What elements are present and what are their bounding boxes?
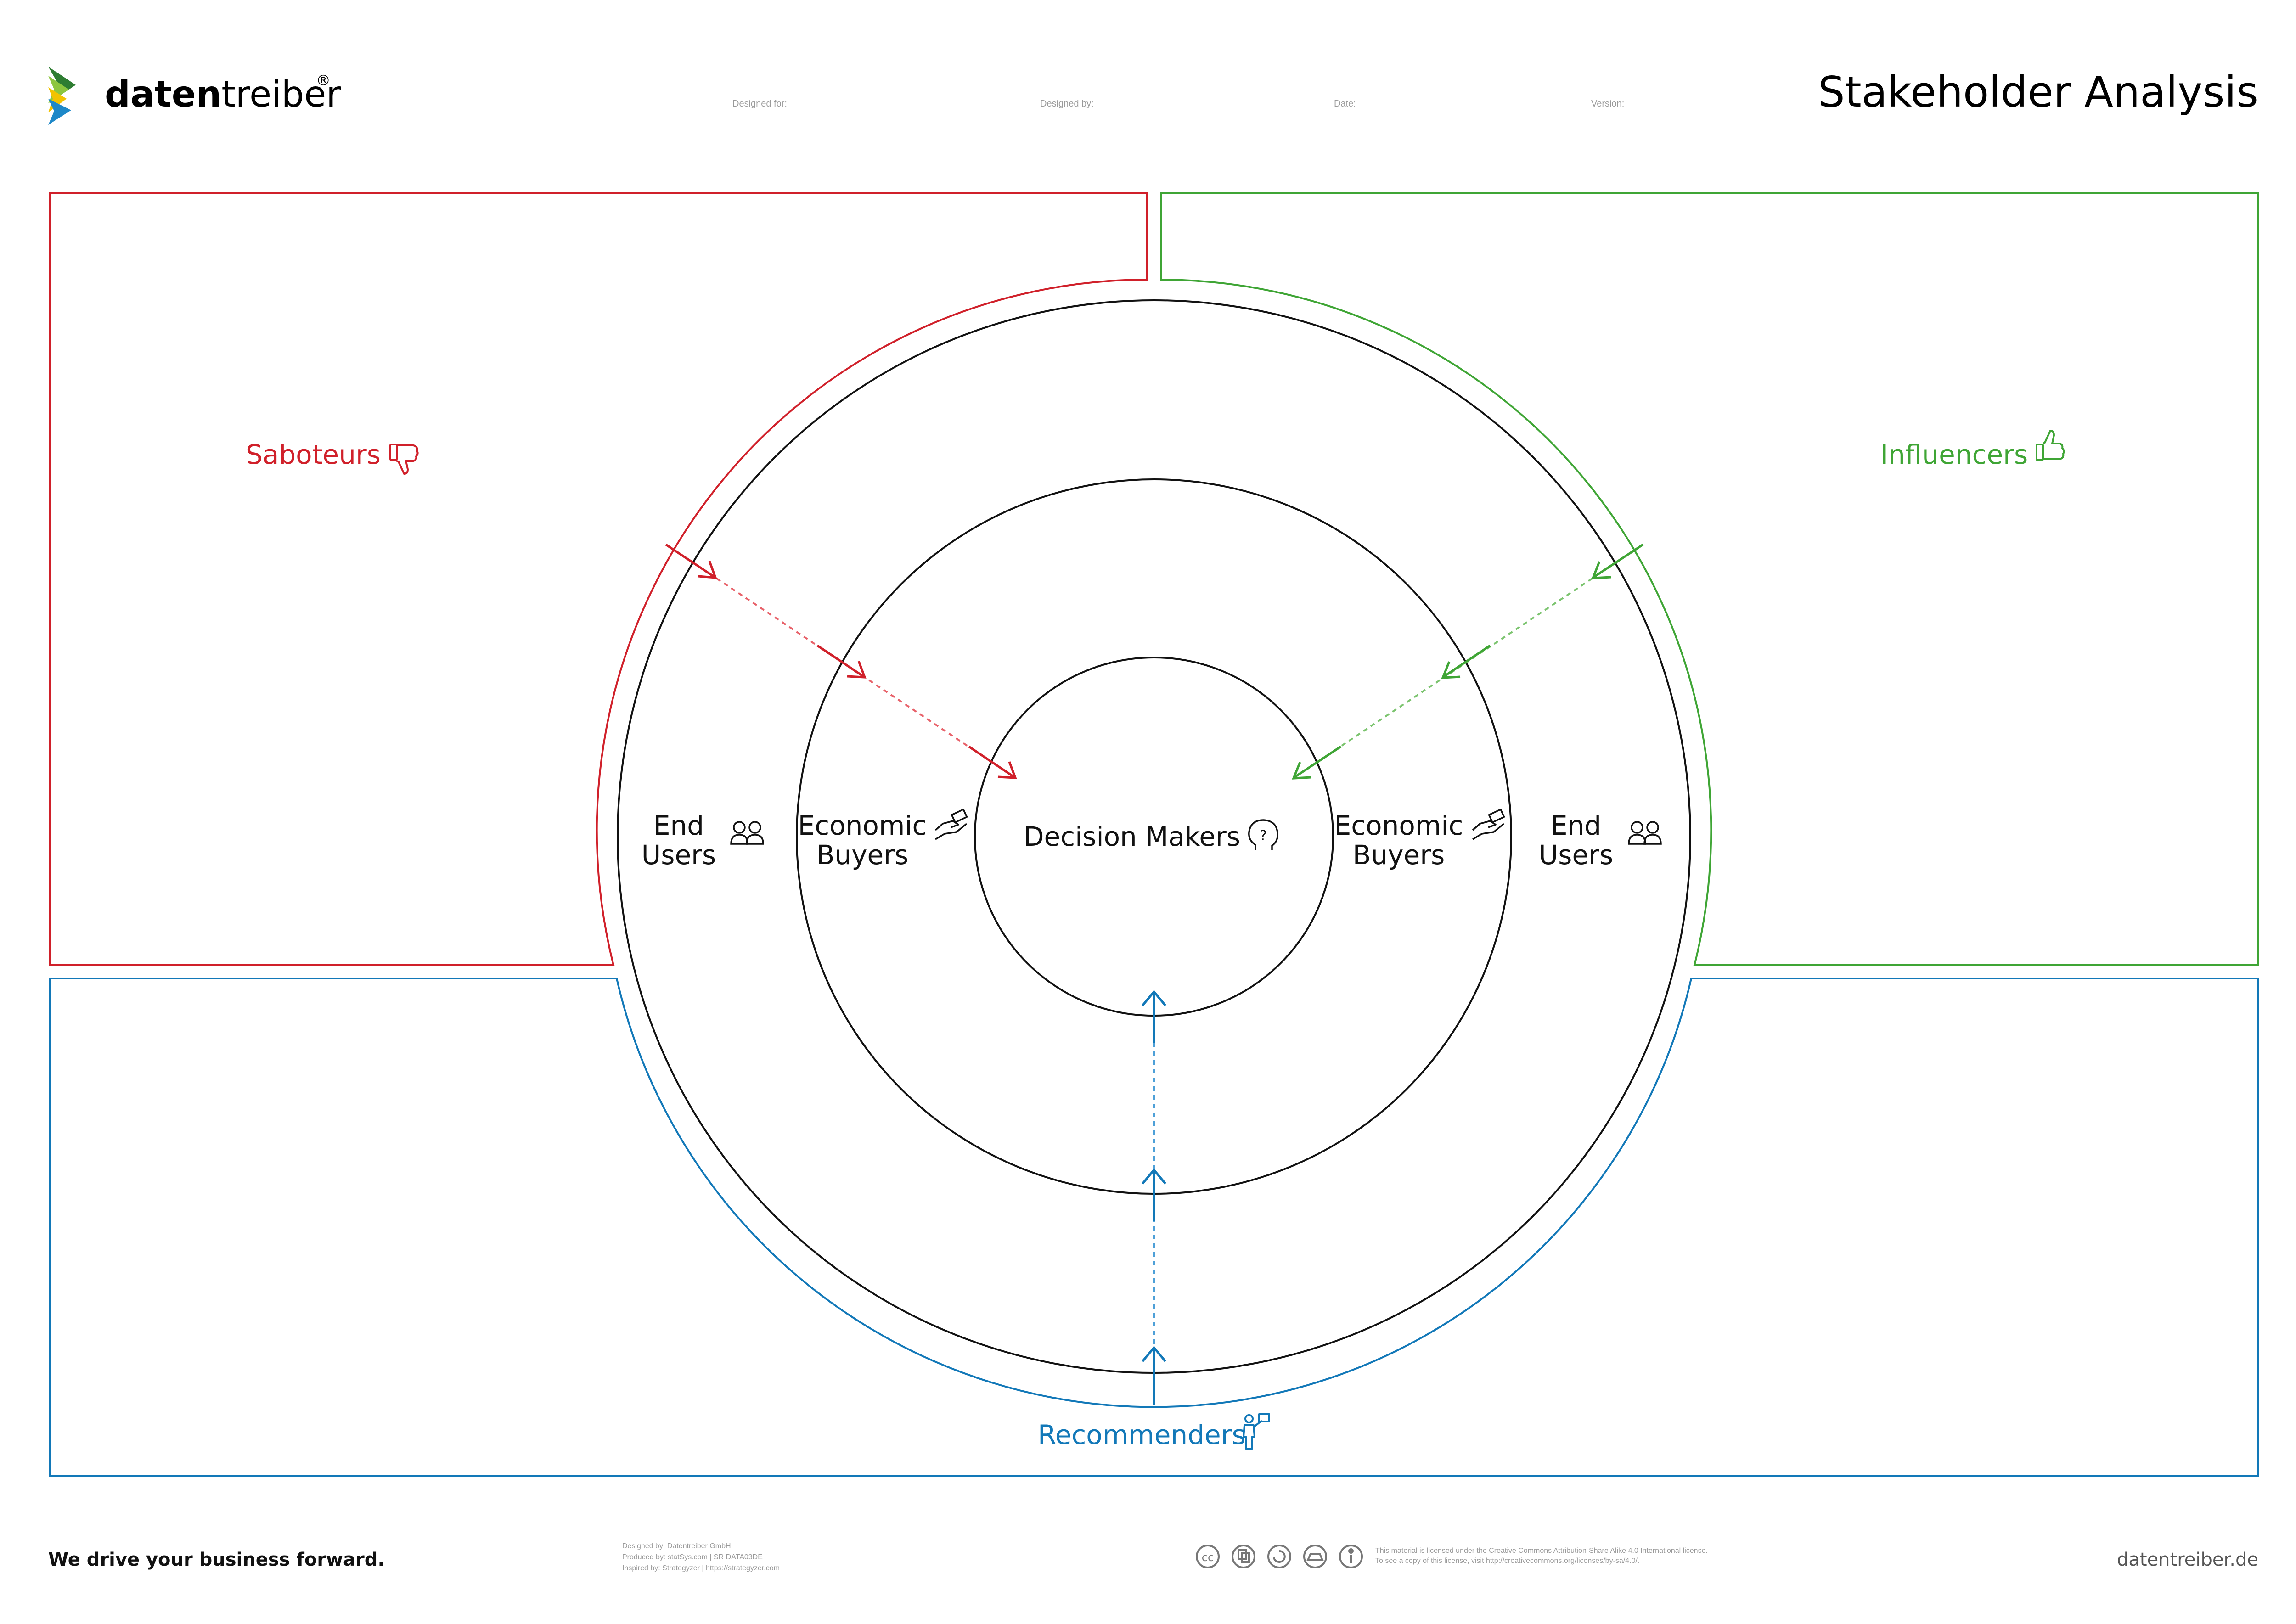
logo-text-bold: daten <box>105 74 221 115</box>
end-users-right: End Users <box>1539 810 1662 871</box>
website-link[interactable]: datentreiber.de <box>2117 1549 2258 1570</box>
recommenders-label: Recommenders <box>1038 1419 1246 1450</box>
money-hand-icon <box>934 809 968 840</box>
end-users-right-line1: End <box>1551 810 1601 841</box>
designed-by-label: Designed by: <box>1040 99 1094 109</box>
influencers-arrows <box>1292 543 1644 780</box>
end-users-left-line2: Users <box>642 839 716 871</box>
copy-icon <box>1232 1545 1255 1568</box>
influencers-label: Influencers <box>1880 439 2028 470</box>
end-users-right-line2: Users <box>1539 839 1613 871</box>
economic-buyers-left: Economic Buyers <box>798 809 968 871</box>
date-label: Date: <box>1334 99 1356 109</box>
thumbs-down-icon <box>389 444 419 475</box>
economic-buyers-right-line2: Buyers <box>1353 839 1445 871</box>
recommenders-area[interactable] <box>49 978 2259 1477</box>
tagline: We drive your business forward. <box>48 1549 385 1570</box>
end-users-left-line1: End <box>653 810 704 841</box>
money-hand-icon <box>1472 809 1505 840</box>
influencers-area[interactable] <box>1160 192 2259 966</box>
attribution-icon <box>1339 1545 1363 1568</box>
page-title: Stakeholder Analysis <box>1818 67 2258 117</box>
license-line: To see a copy of this license, visit htt… <box>1375 1557 1639 1565</box>
users-icon <box>730 821 764 845</box>
credit-line: Produced by: statSys.com | SR DATA03DE <box>622 1553 763 1561</box>
economic-buyers-left-line2: Buyers <box>816 839 909 871</box>
credit-line: Designed by: Datentreiber GmbH <box>622 1542 731 1550</box>
license: This material is licensed under the Crea… <box>1375 1547 1708 1565</box>
logo-text-light: treiber <box>221 74 341 115</box>
decision-makers-label: Decision Makers <box>1024 821 1240 852</box>
cc-icon: cc <box>1196 1545 1220 1568</box>
license-line: This material is licensed under the Crea… <box>1375 1547 1708 1555</box>
presenter-icon <box>1243 1413 1270 1450</box>
logo: datentreiber ® <box>48 67 341 125</box>
saboteurs-arrows <box>665 543 1017 779</box>
saboteurs-label: Saboteurs <box>246 439 381 470</box>
svg-text:datentreiber: datentreiber <box>105 74 341 115</box>
recommenders-heading: Recommenders <box>1038 1413 1270 1450</box>
commercial-icon <box>1303 1545 1327 1568</box>
cc-icons: cc <box>1196 1545 1363 1568</box>
economic-buyers-right: Economic Buyers <box>1334 809 1505 871</box>
logo-mark-icon <box>48 67 76 125</box>
registered-mark: ® <box>316 72 331 89</box>
designed-for-label: Designed for: <box>732 99 787 109</box>
economic-buyers-left-line1: Economic <box>798 810 927 841</box>
recommenders-arrows <box>1142 990 1166 1405</box>
credit-line: Inspired by: Strategyzer | https://strat… <box>622 1564 780 1572</box>
influencers-heading: Influencers <box>1880 430 2065 470</box>
svg-text:cc: cc <box>1202 1551 1214 1564</box>
end-users-left: End Users <box>642 810 764 871</box>
saboteurs-area[interactable] <box>49 192 1148 966</box>
credits: Designed by: Datentreiber GmbH Produced … <box>622 1542 780 1572</box>
remix-icon <box>1267 1545 1291 1568</box>
saboteurs-heading: Saboteurs <box>246 439 419 475</box>
users-icon <box>1628 821 1662 845</box>
decision-makers-label-group: Decision Makers ? <box>1024 819 1278 852</box>
economic-buyers-right-line1: Economic <box>1334 810 1463 841</box>
svg-text:?: ? <box>1260 828 1267 844</box>
thumbs-up-icon <box>2036 430 2065 461</box>
question-head-icon: ? <box>1248 819 1278 850</box>
version-label: Version: <box>1591 99 1624 109</box>
